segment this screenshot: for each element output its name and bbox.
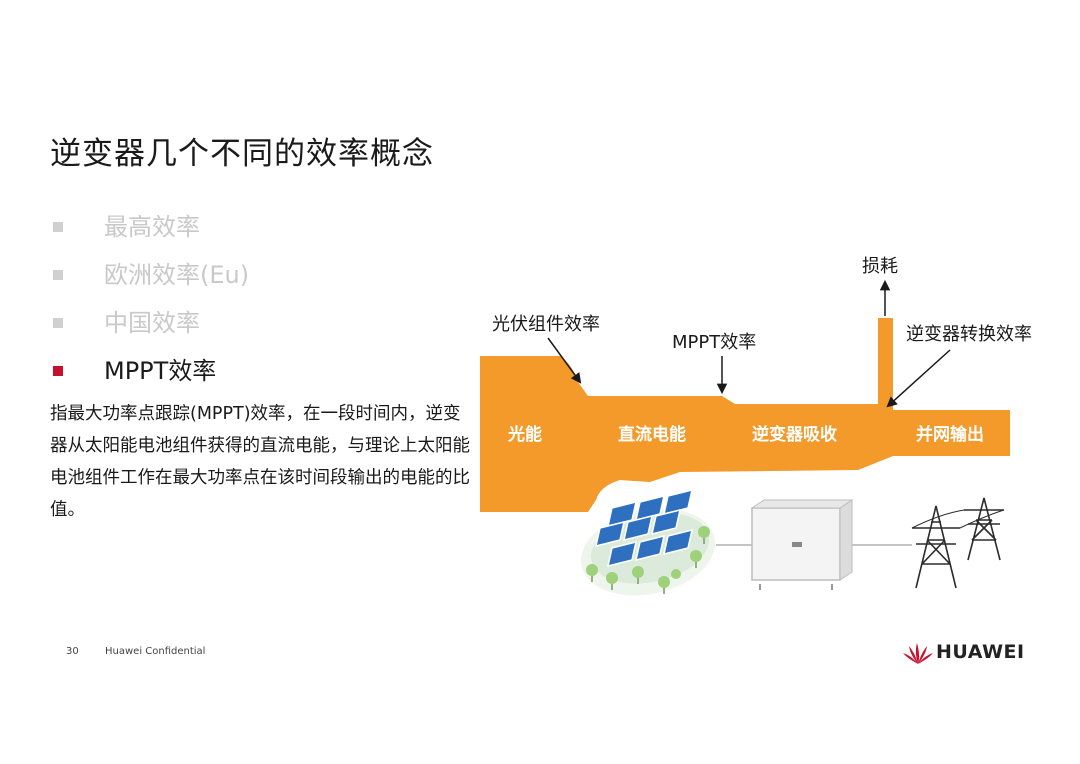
- energy-flow-band: [480, 356, 1010, 512]
- huawei-brand-text: HUAWEI: [936, 641, 1025, 663]
- mppt-description: 指最大功率点跟踪(MPPT)效率，在一段时间内，逆变器从太阳能电池组件获得的直流…: [50, 404, 470, 520]
- bullet-list: 最高效率 欧洲效率(Eu) 中国效率 MPPT效率: [50, 205, 249, 397]
- bullet-square-icon: [53, 222, 63, 232]
- bullet-item-max-efficiency: 最高效率: [50, 205, 249, 253]
- annotation-pv-module-efficiency: 光伏组件效率: [492, 314, 600, 335]
- stage-label-light: 光能: [507, 424, 542, 445]
- annotation-mppt-efficiency: MPPT效率: [672, 332, 756, 353]
- bullet-square-icon: [53, 366, 63, 376]
- stage-label-grid: 并网输出: [916, 424, 984, 445]
- solar-farm-illustration: [580, 488, 716, 596]
- arrow-conversion: [886, 349, 951, 408]
- annotation-conversion-efficiency: 逆变器转换效率: [906, 324, 1032, 345]
- arrow-pv-module: [547, 337, 582, 384]
- annotation-loss: 损耗: [862, 256, 898, 277]
- inverter-illustration: [750, 499, 854, 590]
- bullet-square-icon: [53, 270, 63, 280]
- huawei-logo: HUAWEI: [902, 640, 1025, 668]
- bullet-square-icon: [53, 318, 63, 328]
- page-number: 30: [66, 646, 79, 657]
- stage-label-inverter: 逆变器吸收: [752, 424, 837, 445]
- bullet-item-eu-efficiency: 欧洲效率(Eu): [50, 253, 249, 301]
- bullet-item-china-efficiency: 中国效率: [50, 301, 249, 349]
- transmission-towers-illustration: [911, 497, 1005, 589]
- confidential-label: Huawei Confidential: [105, 646, 206, 657]
- loss-stub: [878, 318, 893, 410]
- bullet-label: 中国效率: [104, 309, 200, 337]
- bullet-label: 欧洲效率(Eu): [104, 261, 250, 289]
- huawei-flower-icon: [903, 643, 933, 664]
- bullet-label: MPPT效率: [104, 357, 217, 385]
- bullet-item-mppt-efficiency: MPPT效率: [50, 349, 249, 397]
- stage-label-dc: 直流电能: [618, 424, 686, 445]
- bullet-label: 最高效率: [104, 213, 200, 241]
- page-title: 逆变器几个不同的效率概念: [50, 136, 434, 172]
